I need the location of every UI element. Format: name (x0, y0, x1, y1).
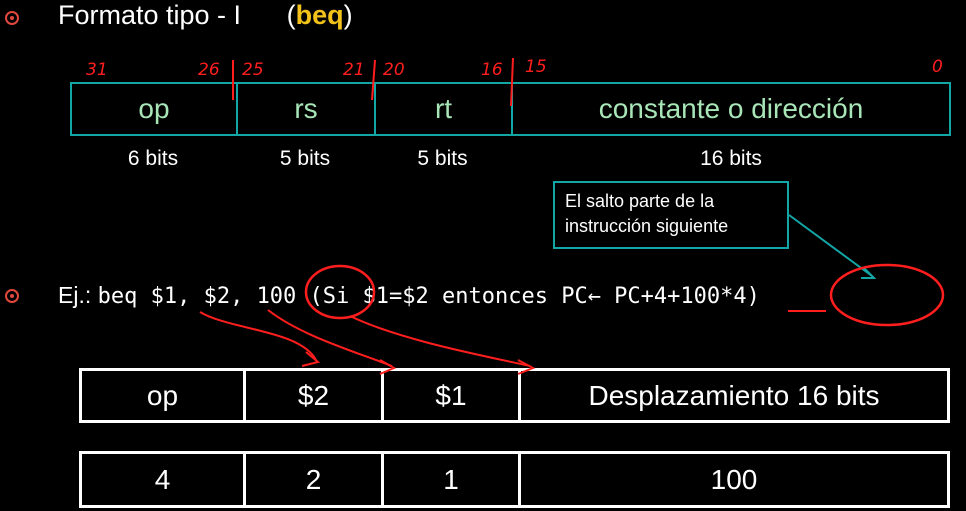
example-prefix: Ej.: (58, 282, 92, 308)
bits-constante: 16 bits (700, 147, 762, 170)
bit-mark-16: 16 (481, 60, 503, 80)
divider-mark-rs (371, 59, 376, 101)
title-text: Formato tipo - I (58, 0, 242, 30)
encoding-value-row: 4 2 1 100 (79, 451, 950, 508)
bits-op: 6 bits (127, 147, 179, 170)
field-constante: constante o dirección (598, 93, 864, 124)
value-rt: 1 (384, 454, 518, 505)
cell-desplazamiento: Desplazamiento 16 bits (521, 371, 947, 420)
cell-rs: $2 (246, 371, 381, 420)
bit-mark-26: 26 (198, 60, 220, 80)
bit-mark-20: 20 (383, 60, 405, 80)
bit-mark-15: 15 (525, 57, 547, 77)
arrow-rt (267, 309, 393, 367)
value-op: 4 (82, 454, 243, 505)
circle-100 (304, 264, 376, 320)
arrow-rs-head (301, 351, 321, 367)
arrow-imm-head (517, 359, 536, 375)
slide-title: Formato tipo - I (beq) (58, 0, 353, 30)
jump-note: El salto parte de la instrucción siguien… (553, 181, 789, 249)
value-rs: 2 (246, 454, 381, 505)
field-op: op (72, 84, 238, 134)
arrow-imm (349, 315, 531, 367)
value-desplazamiento: 100 (521, 454, 947, 505)
arrow-rs (199, 311, 317, 361)
bits-rt: 5 bits (417, 147, 468, 170)
cell-rt: $1 (384, 371, 518, 420)
bullet-icon (5, 289, 19, 303)
divider-mark-rt (510, 57, 514, 107)
instruction-format-box: op rs rt constante o dirección (70, 82, 951, 136)
cell-op: op (82, 371, 243, 420)
bits-rs: 5 bits (279, 147, 331, 170)
note-connector (788, 214, 873, 277)
bit-mark-31: 31 (86, 60, 108, 80)
encoding-header-row: op $2 $1 Desplazamiento 16 bits (79, 368, 950, 423)
bit-mark-21: 21 (343, 60, 365, 80)
note-connector-arrowhead (861, 267, 877, 279)
title-keyword: beq (295, 0, 344, 30)
example-code: beq $1, $2, 100 (Si $1=$2 entonces PC← P… (97, 284, 760, 309)
field-rt: rt (376, 84, 513, 134)
field-rs: rs (238, 84, 376, 134)
example-line: Ej.: beq $1, $2, 100 (Si $1=$2 entonces … (58, 282, 760, 309)
arrow-rt-head (379, 359, 397, 375)
bit-mark-25: 25 (242, 60, 264, 80)
bullet-icon (5, 11, 19, 25)
circle-100x4 (829, 263, 945, 327)
bit-mark-0: 0 (932, 57, 943, 77)
